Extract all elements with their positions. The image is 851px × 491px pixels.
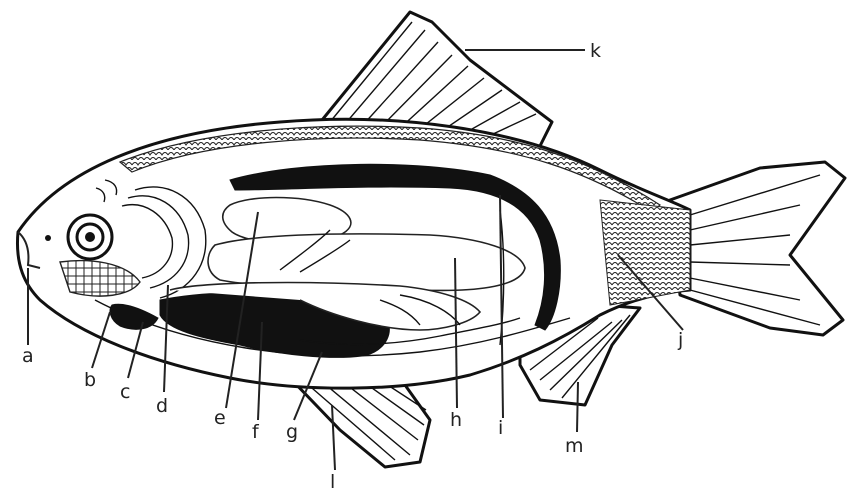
label-h: h [450, 409, 462, 431]
label-k: k [590, 40, 601, 62]
label-f: f [252, 421, 260, 443]
label-e: e [214, 407, 226, 429]
label-i: i [498, 417, 503, 439]
label-g: g [286, 421, 298, 443]
label-c: c [120, 381, 130, 403]
label-l: l [330, 471, 335, 491]
caudal-fin [670, 162, 845, 335]
label-d: d [156, 395, 168, 417]
leader-m [577, 382, 578, 432]
label-a: a [22, 345, 34, 367]
label-m: m [565, 435, 584, 457]
label-j: j [677, 329, 683, 351]
label-b: b [84, 369, 96, 391]
